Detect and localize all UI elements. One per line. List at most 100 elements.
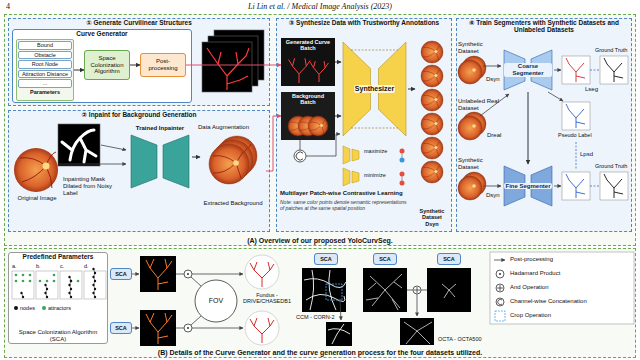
contrastive-encoders [343, 168, 350, 186]
image-column-shape [423, 69, 440, 83]
ccm-generation [304, 270, 346, 310]
parameter-box-shape [42, 306, 46, 310]
label-text: Data Augmentation [198, 124, 249, 131]
node-text: (A) Overview of our proposed YoloCurvSeg… [247, 237, 393, 245]
contrastive-encoders [400, 149, 405, 154]
node-text: Predefined Parameters [23, 253, 94, 260]
node-text: Trained Inpainter [130, 125, 190, 132]
network-block: Trained Inpainter [128, 124, 192, 190]
fundus-generation [146, 259, 172, 290]
legend-symbols [490, 252, 634, 324]
image-batch-shape [308, 116, 328, 136]
connector-arrow [335, 116, 341, 117]
connector-arrow [130, 65, 140, 66]
image-column-shape [421, 161, 443, 183]
parameter-box-shape [46, 280, 49, 283]
connector-arrow [266, 116, 281, 171]
node-text: Coarse Segmenter [504, 63, 552, 77]
connector-arrow [74, 70, 84, 71]
image-column: Synthetic Dataset Dsyn [415, 38, 449, 228]
panel-ground [4, 14, 636, 246]
label-text: a. [12, 263, 17, 269]
legend-symbols [495, 311, 505, 321]
label-text: OCTA - OCTA500 [438, 336, 482, 342]
fundus-generation [184, 270, 192, 278]
node-text: Fine Segmenter [504, 183, 551, 190]
training-images [458, 176, 482, 200]
parameter-box-shape [29, 280, 32, 283]
training-images [472, 68, 476, 72]
training-images [458, 60, 482, 84]
node-text: Space Colonization Algorithm (SCA) [10, 329, 106, 343]
contrastive-encoders [402, 177, 403, 181]
label-text: Pseudo Label [558, 132, 592, 138]
parameter-box-shape [29, 274, 32, 277]
octa-generation [363, 268, 407, 312]
step-panel: ① Generate Curvilinear StructuresCurve G… [8, 18, 270, 106]
parameter-box-shape [12, 268, 106, 310]
curve-batch-stack [202, 42, 252, 92]
node-text: ③ Synthesize Data with Trustworthy Annot… [279, 19, 449, 26]
fundus-generation [132, 328, 139, 329]
image-column-shape [423, 117, 440, 131]
label-text: c. [60, 263, 64, 269]
legend-symbols [497, 285, 503, 291]
sca-tag: SCA [110, 322, 132, 334]
octa-generation [442, 284, 456, 298]
label-text: Lseg [585, 86, 598, 93]
fundus-generation [245, 255, 279, 289]
node-text: Synthetic Dataset Dsyn [417, 208, 447, 227]
training-images [554, 70, 561, 71]
label-text: Dsyn [486, 76, 500, 83]
training-images [483, 66, 501, 67]
image-batch-shape [320, 124, 323, 127]
panel-ground [276, 18, 452, 232]
parameter-box-shape [36, 271, 58, 299]
parameter-box-shape [12, 271, 34, 299]
label-text: Note: same color points denote semantic … [280, 200, 412, 212]
parameter-list: BoundObstacleRoot NodeAttraction Distanc… [16, 39, 74, 101]
node-text: Extracted Background [203, 200, 262, 207]
label-text: Li Lin et al. / Medical Image Analysis (… [220, 2, 420, 11]
label-text: Fundus - DRIVE/CHASEDB1 [242, 292, 292, 305]
network-block-shape [131, 135, 157, 188]
figure-panel: (A) Overview of our proposed YoloCurvSeg… [4, 14, 636, 246]
octa-generation [400, 318, 434, 345]
ccm-generation [326, 322, 352, 346]
contrastive-encoders [400, 158, 405, 163]
octa-generation [363, 268, 471, 345]
fundus-generation [140, 256, 176, 292]
fundus-image [14, 148, 58, 192]
network-block: Coarse Segmenter [502, 48, 554, 92]
image-column-shape [423, 141, 440, 155]
parameter-box-shape [94, 269, 96, 297]
ccm-generation [302, 268, 352, 346]
parameter-box-shape [46, 285, 48, 297]
image-batch-shape [289, 58, 311, 83]
legend-text: Channel-wise Concatenation [510, 298, 587, 305]
image-batch-shape [289, 58, 329, 83]
octa-generation [427, 268, 471, 312]
flow-arrow [101, 145, 126, 150]
network-block-shape [504, 50, 552, 90]
flow-arrow [59, 145, 126, 164]
node-text: SCA [115, 325, 127, 331]
curve-batch-stack [207, 48, 249, 90]
parameter-box-shape [15, 280, 18, 283]
image-column-shape [434, 146, 437, 149]
image-column-shape [421, 113, 443, 135]
concat-symbol [294, 150, 306, 162]
sca-tag: SCA [110, 268, 132, 280]
sca-tag: SCA [437, 253, 461, 265]
panel-ground [8, 110, 270, 232]
image-stack-shape [209, 144, 249, 184]
octa-generation [413, 286, 421, 294]
label-text: Dreal [487, 132, 501, 139]
parameter-box-shape [14, 306, 18, 310]
node-text: Attraction Distance [18, 70, 72, 79]
fov-circle: FOV [194, 279, 238, 323]
image-column-shape [421, 89, 443, 111]
node-text: Parameters [18, 89, 72, 95]
training-images [472, 184, 476, 188]
